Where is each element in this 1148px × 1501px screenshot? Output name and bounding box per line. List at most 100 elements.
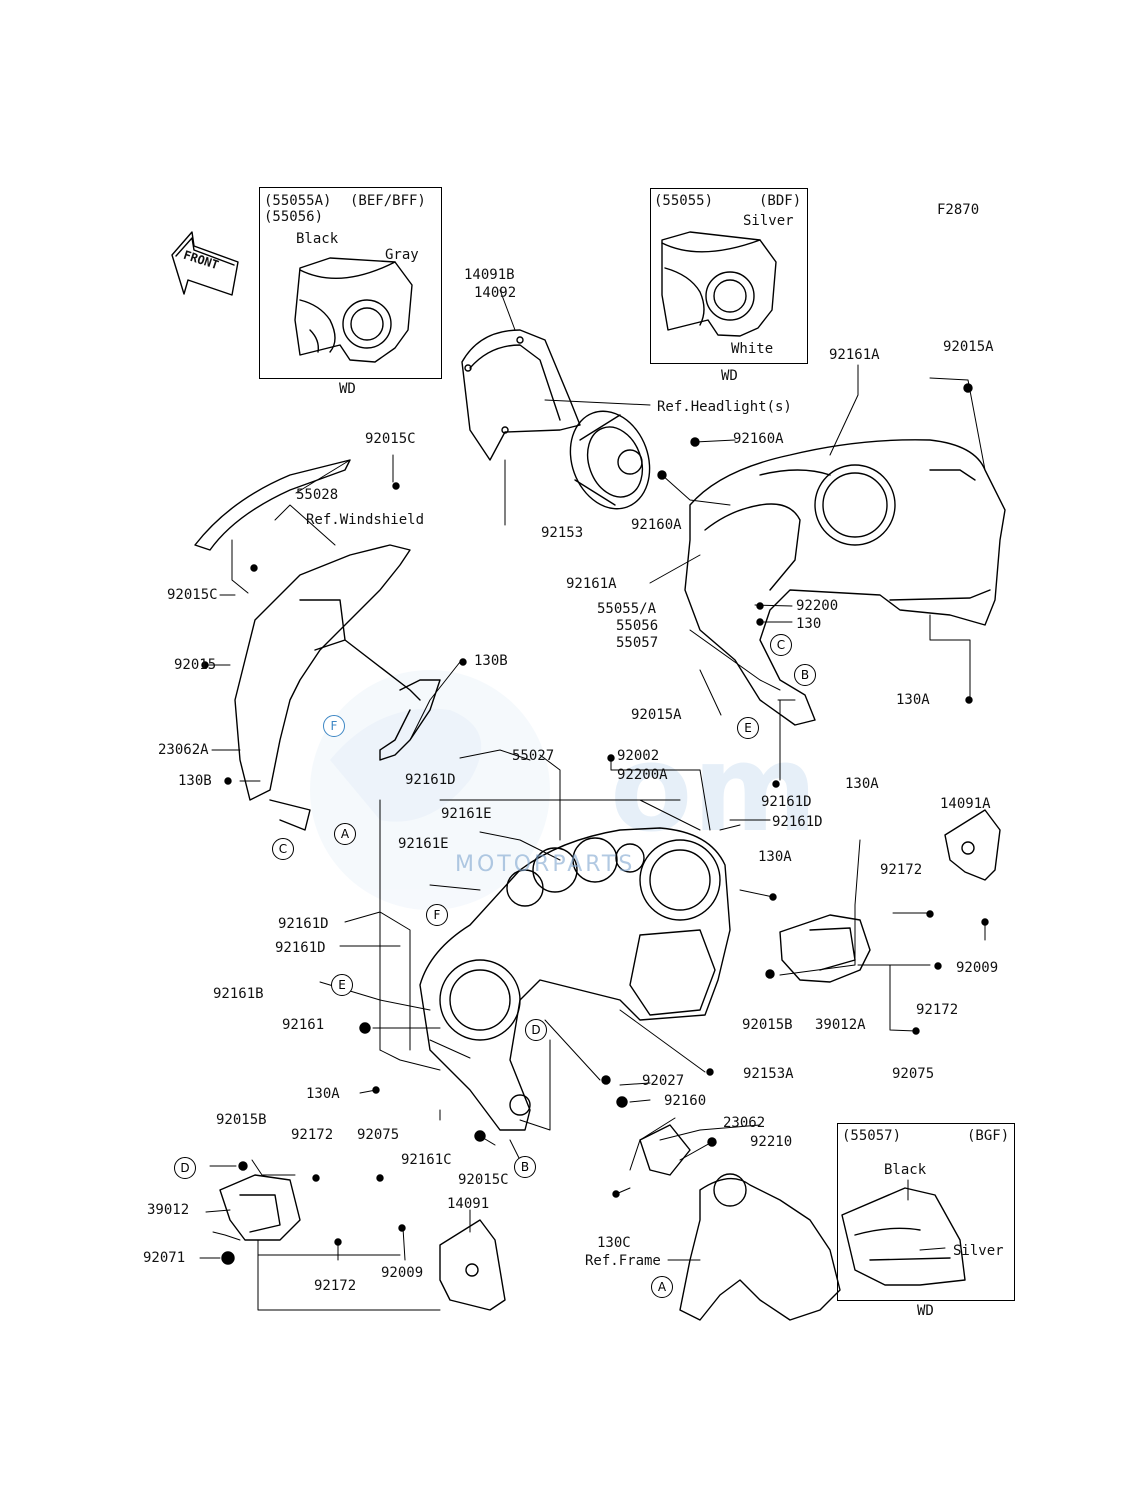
part-23062: 23062 — [723, 1115, 766, 1131]
callout-f-2: F — [426, 904, 448, 926]
callout-e-2: E — [331, 974, 353, 996]
part-55028: 55028 — [296, 487, 339, 503]
part-92002: 92002 — [617, 748, 660, 764]
part-92075-1: 92075 — [892, 1066, 935, 1082]
watermark-logo: om — [310, 670, 817, 910]
callout-d-2: D — [174, 1157, 196, 1179]
callout-c-2: C — [272, 838, 294, 860]
part-39012: 39012 — [147, 1202, 190, 1218]
inset3-cowl — [841, 1187, 966, 1286]
inset-bdf — [650, 188, 808, 364]
inset-bdf-color-white: White — [731, 341, 774, 357]
part-92015: 92015 — [174, 657, 217, 673]
watermark-text: MOTORPARTS — [455, 852, 636, 877]
inset-bgf-parts: (55057) — [842, 1128, 902, 1144]
part-130a-3: 130A — [758, 849, 792, 865]
inset-bdf-models: (BDF) — [759, 193, 802, 209]
part-92160: 92160 — [664, 1093, 707, 1109]
part-92153: 92153 — [541, 525, 584, 541]
part-130a-4: 130A — [306, 1086, 340, 1102]
svg-text:om: om — [610, 720, 817, 859]
inset-bgf-footer: WD — [917, 1303, 934, 1319]
part-92161a-2: 92161A — [566, 576, 617, 592]
inset-bdf-footer: WD — [721, 368, 738, 384]
inner-fairing — [419, 827, 731, 1131]
part-92172-2: 92172 — [916, 1002, 959, 1018]
part-14092: 14092 — [474, 285, 517, 301]
part-92200: 92200 — [796, 598, 839, 614]
part-92075-2: 92075 — [357, 1127, 400, 1143]
outer-fairing — [684, 439, 1006, 726]
inset-bef-bff-color-gray: Gray — [385, 247, 419, 263]
part-130c: 130C — [597, 1235, 631, 1251]
part-92015c-2: 92015C — [167, 587, 218, 603]
part-92071: 92071 — [143, 1250, 186, 1266]
part-92027: 92027 — [642, 1073, 685, 1089]
inset-bef-bff — [259, 187, 442, 379]
part-130: 130 — [796, 616, 822, 632]
part-92200a: 92200A — [617, 767, 668, 783]
inset2-cowl — [661, 231, 777, 337]
callout-a-1: A — [334, 823, 356, 845]
callout-c-1: C — [770, 634, 792, 656]
part-130a-1: 130A — [896, 692, 930, 708]
callout-b-2: B — [514, 1156, 536, 1178]
part-92161b: 92161B — [213, 986, 264, 1002]
left-cover — [219, 1174, 506, 1311]
frame-section — [639, 1124, 841, 1321]
inset-bgf-color-black: Black — [884, 1162, 927, 1178]
part-92161d-3: 92161D — [772, 814, 823, 830]
part-14091a: 14091A — [940, 796, 991, 812]
part-92172-4: 92172 — [314, 1278, 357, 1294]
part-92161d-2: 92161D — [761, 794, 812, 810]
part-55055-a: 55055/A — [597, 601, 657, 617]
inset-bgf-color-silver: Silver — [953, 1243, 1004, 1259]
inset-bgf-models: (BGF) — [967, 1128, 1010, 1144]
part-23062a: 23062A — [158, 742, 209, 758]
part-92015c-3: 92015C — [458, 1172, 509, 1188]
part-55056: 55056 — [616, 618, 659, 634]
part-92161e-1: 92161E — [441, 806, 492, 822]
front-arrow-shape — [171, 231, 239, 296]
inset-bef-bff-models: (BEF/BFF) — [350, 193, 426, 209]
inset-bef-bff-footer: WD — [339, 381, 356, 397]
part-92015a-2: 92015A — [631, 707, 682, 723]
part-92161c: 92161C — [401, 1152, 452, 1168]
part-92015b-1: 92015B — [742, 1017, 793, 1033]
part-130b-2: 130B — [178, 773, 212, 789]
ref-windshield: Ref.Windshield — [306, 512, 425, 528]
part-55057: 55057 — [616, 635, 659, 651]
callout-e-1: E — [737, 717, 759, 739]
part-92161d-5: 92161D — [275, 940, 326, 956]
inset-bgf — [837, 1123, 1015, 1301]
part-92015a-1: 92015A — [943, 339, 994, 355]
callout-b-1: B — [794, 664, 816, 686]
inset-bef-bff-color-black: Black — [296, 231, 339, 247]
part-39012a: 39012A — [815, 1017, 866, 1033]
part-92160a-1: 92160A — [733, 431, 784, 447]
part-92210: 92210 — [750, 1134, 793, 1150]
headlight-housing — [569, 410, 651, 510]
windshield-trim — [461, 329, 581, 461]
part-92015c-1: 92015C — [365, 431, 416, 447]
part-55027: 55027 — [512, 748, 555, 764]
part-92160a-2: 92160A — [631, 517, 682, 533]
part-92161: 92161 — [282, 1017, 325, 1033]
part-92161e-2: 92161E — [398, 836, 449, 852]
part-92153a: 92153A — [743, 1066, 794, 1082]
part-14091b: 14091B — [464, 267, 515, 283]
part-130b-1: 130B — [474, 653, 508, 669]
part-92172-3: 92172 — [291, 1127, 334, 1143]
callout-a-2: A — [651, 1276, 673, 1298]
part-130a-2: 130A — [845, 776, 879, 792]
part-92009-1: 92009 — [956, 960, 999, 976]
part-92161a-1: 92161A — [829, 347, 880, 363]
part-92009-2: 92009 — [381, 1265, 424, 1281]
right-cover — [779, 809, 1001, 983]
ref-headlight: Ref.Headlight(s) — [657, 399, 792, 415]
part-92015b-2: 92015B — [216, 1112, 267, 1128]
inset1-cowl — [294, 257, 413, 363]
inset-bdf-parts: (55055) — [654, 193, 714, 209]
